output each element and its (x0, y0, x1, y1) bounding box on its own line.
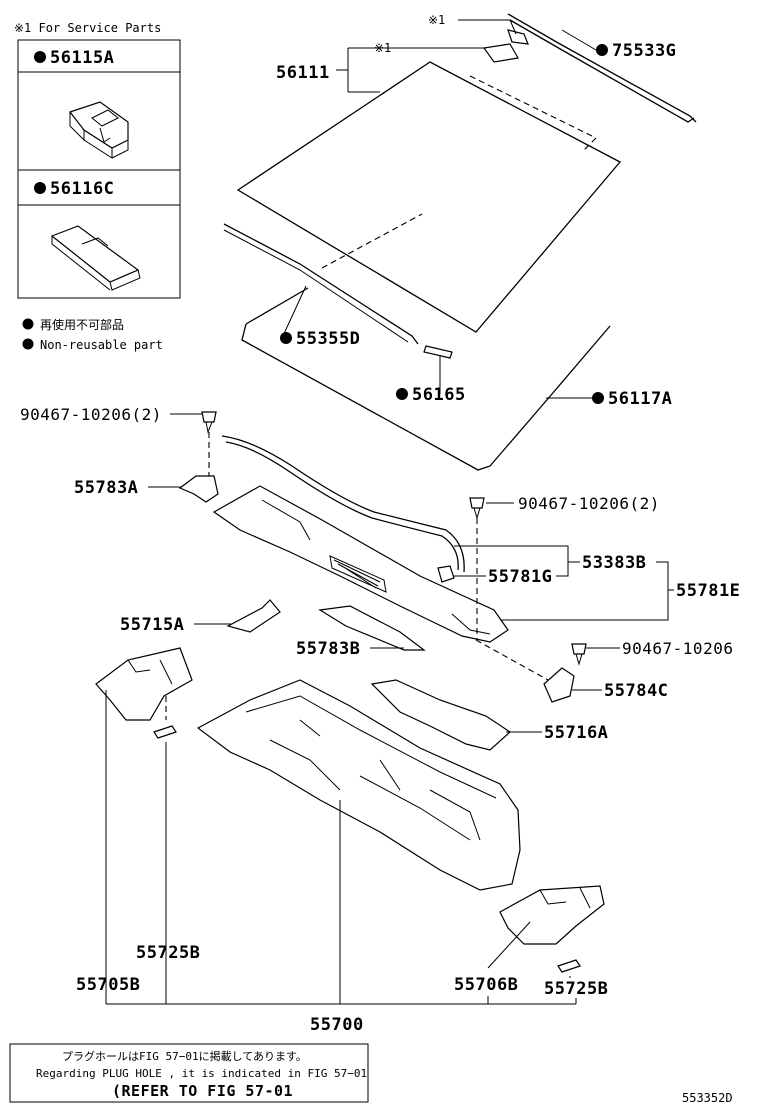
note-en: Regarding PLUG HOLE , it is indicated in… (36, 1067, 367, 1080)
label-55781G: 55781G (488, 567, 552, 587)
label-55725B-left: 55725B (136, 943, 200, 963)
label-56165: 56165 (412, 385, 466, 405)
service-part-label-2: 56116C (50, 179, 114, 199)
label-55705B: 55705B (76, 975, 140, 995)
label-90467-right: 90467-10206(2) (518, 494, 660, 513)
label-55715A: 55715A (120, 615, 184, 635)
clip-55781G (437, 565, 455, 583)
label-55700: 55700 (310, 1015, 364, 1035)
note-jp: プラグホールはFIG 57−01に掲載してあります。 (62, 1049, 307, 1063)
bracket-55705B (95, 647, 193, 721)
seal-53383B (225, 441, 459, 571)
label-55716A: 55716A (544, 723, 608, 743)
label-55706B: 55706B (454, 975, 518, 995)
clip-90467-left (201, 411, 217, 423)
leader-lines (105, 19, 674, 1005)
windshield-glass-56111 (236, 61, 622, 333)
note-refer: (REFER TO FIG 57-01 (112, 1082, 293, 1100)
cowl-group (178, 411, 587, 703)
plate-56116C-drawing (50, 225, 141, 291)
bracket-55706B (499, 885, 605, 945)
legend-jp: 再使用不可部品 (40, 317, 124, 332)
bracket-55784C (543, 667, 575, 703)
non-reusable-dot (34, 51, 46, 63)
label-90467-single: 90467-10206 (622, 639, 733, 658)
service-clip-top (507, 29, 529, 45)
label-90467-left: 90467-10206(2) (20, 405, 162, 424)
label-55783B: 55783B (296, 639, 360, 659)
service-tag-glass (482, 43, 519, 63)
label-note-glass: ※1 (374, 41, 391, 55)
clip-56115A-drawing (69, 101, 129, 159)
label-note-top: ※1 (428, 13, 445, 27)
service-parts-box: ※1 For Service Parts 56115A 56116C 再使用不可… (14, 21, 181, 352)
clip-90467-single (571, 643, 587, 655)
label-53383B: 53383B (582, 553, 646, 573)
grommet-55725B-left (153, 725, 177, 739)
service-note: ※1 For Service Parts (14, 21, 161, 35)
label-75533G: 75533G (612, 41, 676, 61)
clip-90467-right (469, 497, 485, 509)
dash-panel-group (95, 647, 605, 973)
windshield-group (223, 13, 697, 471)
note-box-frame (9, 1043, 369, 1103)
label-55725B-right: 55725B (544, 979, 608, 999)
non-reusable-dot (34, 182, 46, 194)
label-56117A: 56117A (608, 389, 672, 409)
service-part-label-1: 56115A (50, 48, 114, 68)
label-55784C: 55784C (604, 681, 668, 701)
legend-dot-en (22, 338, 34, 350)
panel-55716A (370, 679, 511, 751)
strip-55355D (223, 223, 419, 345)
legend-dot-jp (22, 318, 34, 330)
label-56111: 56111 (276, 63, 330, 83)
dam-56117A (241, 323, 611, 471)
label-55781E: 55781E (676, 581, 740, 601)
bracket-55783A (178, 475, 219, 503)
molding-75533G (507, 13, 697, 123)
service-box-frame (17, 39, 181, 299)
grommet-55725B-right (557, 959, 581, 973)
label-55783A: 55783A (74, 478, 138, 498)
part-labels: 56111 ※1 ※1 75533G 55355D 56165 56117A 9… (20, 13, 740, 1035)
cowl-top-55781E (212, 485, 509, 643)
bracket-55715A (226, 599, 281, 633)
label-55355D: 55355D (296, 329, 360, 349)
dash-panel-55700 (196, 679, 521, 891)
spacer-56165 (423, 345, 453, 359)
legend-en: Non-reusable part (40, 338, 163, 352)
panel-55783B (318, 605, 426, 651)
figure-id: 553352D (682, 1091, 733, 1105)
bottom-note: プラグホールはFIG 57−01に掲載してあります。 Regarding PLU… (9, 1043, 733, 1105)
